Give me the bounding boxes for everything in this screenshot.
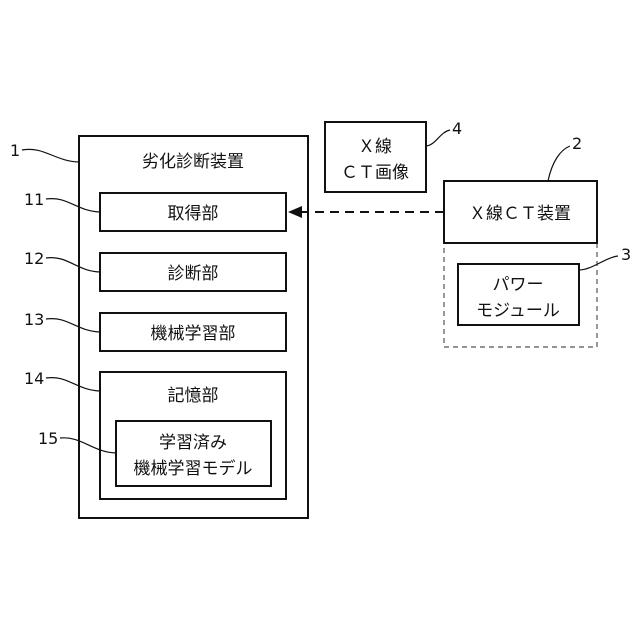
ref-number-12: 12 bbox=[24, 249, 44, 268]
acquisition-unit-label: 取得部 bbox=[168, 204, 219, 224]
diagnosis-unit-label: 診断部 bbox=[168, 264, 219, 284]
ref-number-3: 3 bbox=[621, 245, 631, 264]
power-module-label-line1: パワー bbox=[493, 275, 544, 295]
storage-unit-label: 記憶部 bbox=[168, 386, 219, 406]
device-title: 劣化診断装置 bbox=[142, 152, 244, 172]
ref-number-4: 4 bbox=[452, 119, 462, 138]
machine-learning-unit-label: 機械学習部 bbox=[151, 324, 236, 344]
ref-number-14: 14 bbox=[24, 369, 44, 388]
ref-number-1: 1 bbox=[10, 141, 20, 160]
xray-ct-device-label: Ｘ線ＣＴ装置 bbox=[469, 204, 571, 224]
xray-ct-image-label-line1: Ｘ線 bbox=[358, 137, 392, 157]
leader-line-3 bbox=[579, 256, 618, 270]
leader-line-2 bbox=[548, 146, 570, 181]
leader-line-1 bbox=[22, 149, 79, 162]
ref-number-2: 2 bbox=[572, 134, 582, 153]
xray-ct-image-label-line2: ＣＴ画像 bbox=[341, 163, 409, 183]
trained-model-label-line1: 学習済み bbox=[159, 433, 227, 453]
leader-line-4 bbox=[426, 130, 450, 146]
trained-model-label-line2: 機械学習モデル bbox=[134, 458, 253, 479]
ref-number-15: 15 bbox=[38, 429, 58, 448]
ref-number-11: 11 bbox=[24, 190, 44, 209]
ref-number-13: 13 bbox=[24, 310, 44, 329]
power-module-label-line2: モジュール bbox=[476, 301, 560, 321]
